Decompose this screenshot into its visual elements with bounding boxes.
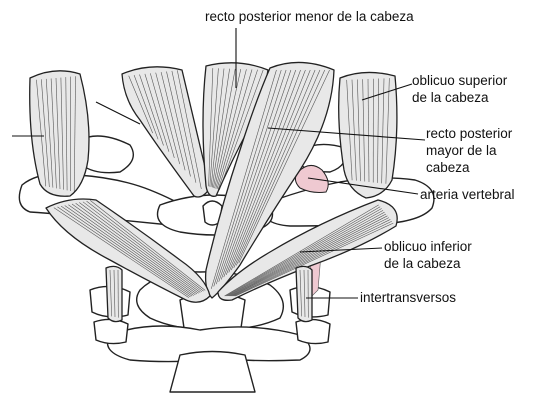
label-oblicuo-inferior: oblicuo inferior de la cabeza (384, 238, 472, 272)
rectus-capitis-posterior-minor-left (122, 67, 210, 197)
label-recto-menor: recto posterior menor de la cabeza (205, 8, 414, 25)
label-recto-mayor: recto posterior mayor de la cabeza (426, 125, 512, 176)
label-oblicuo-superior: oblicuo superior de la cabeza (412, 72, 507, 106)
c3-right-transverse (296, 319, 330, 343)
label-intertransversos: intertransversos (360, 289, 456, 306)
c3-left-transverse (94, 319, 128, 343)
label-arteria-vertebral: arteria vertebral (420, 186, 515, 203)
c3-spinous (170, 352, 255, 393)
